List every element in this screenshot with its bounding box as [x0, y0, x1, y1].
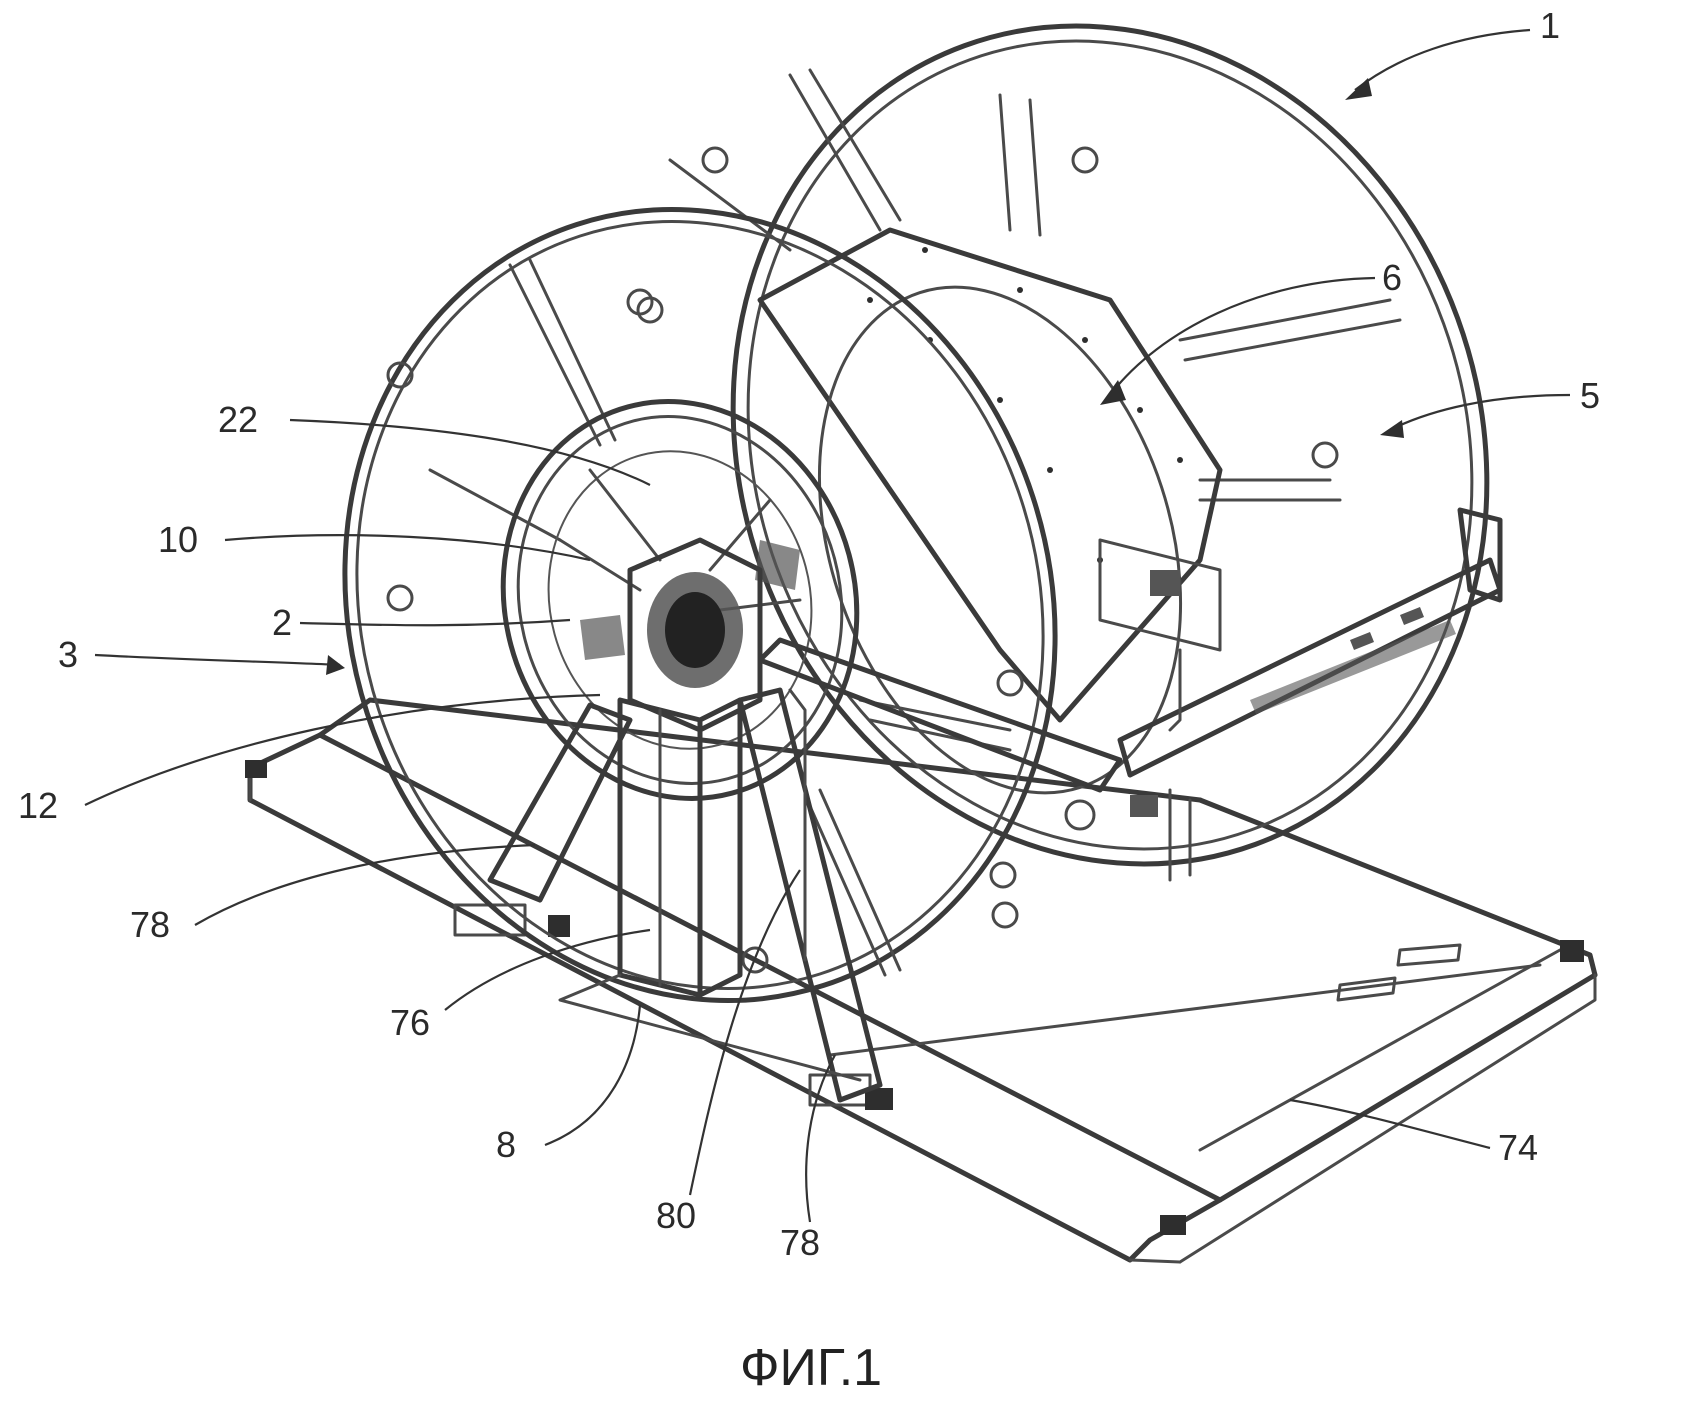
label-1: 1: [1540, 5, 1560, 46]
label-80: 80: [656, 1195, 696, 1236]
label-22: 22: [218, 399, 258, 440]
label-74: 74: [1498, 1127, 1538, 1168]
rear-flange: [636, 23, 1490, 929]
label-10: 10: [158, 519, 198, 560]
figure-caption: ФИГ.1: [740, 1339, 882, 1397]
label-78-left: 78: [130, 904, 170, 945]
label-78-right: 78: [780, 1222, 820, 1263]
label-76: 76: [390, 1002, 430, 1043]
label-5: 5: [1580, 375, 1600, 416]
reference-labels: 1 6 5 22 10 2 3 12 78 76 8 80 78 74: [18, 5, 1600, 1263]
center-stand: [487, 687, 883, 1103]
level-wind-arm: [757, 507, 1503, 882]
hub-drive-ring: [500, 399, 860, 801]
leader-lines: [84, 28, 1571, 1223]
label-8: 8: [496, 1124, 516, 1165]
drum-core: [757, 227, 1223, 795]
label-2: 2: [272, 602, 292, 643]
base-frame: [245, 697, 1598, 1264]
label-3: 3: [58, 634, 78, 675]
front-flange: [342, 207, 1058, 1003]
label-12: 12: [18, 785, 58, 826]
label-6: 6: [1382, 257, 1402, 298]
